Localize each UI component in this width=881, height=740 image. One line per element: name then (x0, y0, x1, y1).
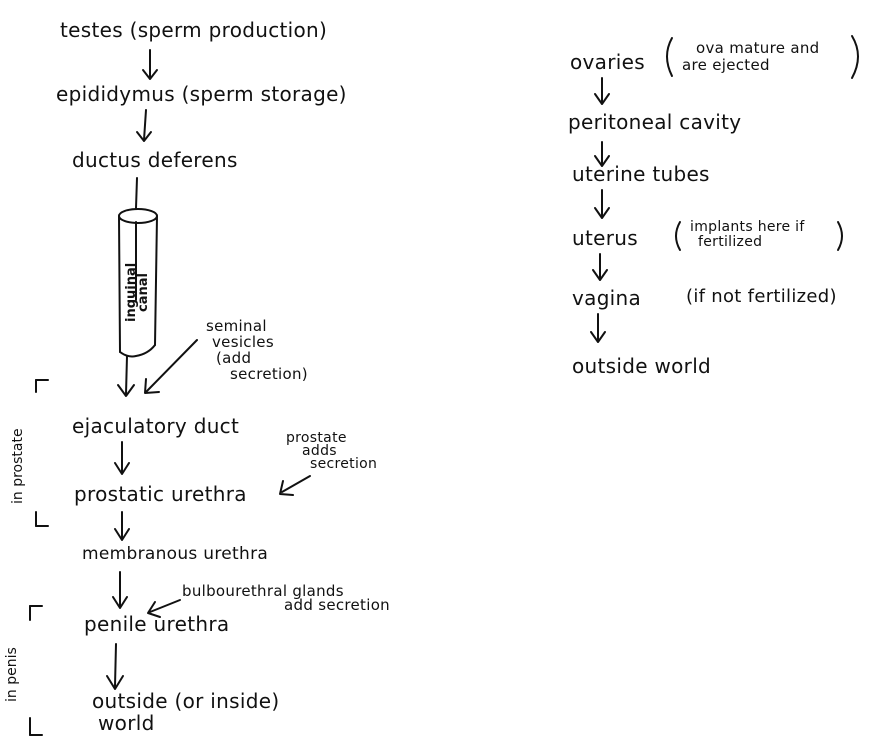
ejaculatory-duct-label: ejaculatory duct (72, 414, 240, 438)
outside-world-female-label: outside world (572, 354, 712, 378)
prostate-bracket (35, 379, 49, 527)
uterus-note-close-paren (837, 221, 843, 251)
arrow-peritoneal-uterine (594, 141, 610, 167)
arrow-prostate-secretion (279, 475, 311, 496)
arrow-epididymus-ductus (136, 109, 152, 142)
arrow-penile-outside (106, 643, 124, 690)
ovaries-note-close-paren (851, 35, 859, 79)
arrow-uterine-uterus (594, 189, 610, 219)
arrow-membranous-penile (112, 571, 128, 609)
epididymus-label: epididymus (sperm storage) (56, 82, 347, 106)
arrow-vagina-outside (590, 313, 606, 343)
ovaries-note-open-paren (666, 37, 673, 77)
seminal-vesicles-note: seminal vesicles (add secretion) (206, 317, 308, 383)
vagina-label: vagina (572, 286, 642, 310)
ductus-deferens-label: ductus deferens (72, 148, 238, 172)
uterus-note: implants here if fertilized (690, 219, 805, 250)
inguinal-canal-cylinder (118, 208, 158, 358)
arrow-seminal-vesicles (144, 339, 198, 394)
arrow-bulbourethral-secretion (147, 599, 181, 618)
uterus-note-open-paren (675, 221, 681, 251)
uterus-label: uterus (572, 226, 638, 250)
ovaries-label: ovaries (570, 50, 645, 74)
ovaries-note: ova mature and are ejected (682, 39, 820, 74)
membranous-urethra-label: membranous urethra (82, 544, 269, 564)
arrow-testes-epididymus (142, 49, 158, 80)
testes-label: testes (sperm production) (60, 18, 328, 42)
penis-bracket (29, 605, 43, 736)
outside-world-male-label: outside (or inside) world (92, 689, 280, 735)
vagina-note: (if not fertilized) (686, 286, 837, 307)
in-penis-label: in penis (4, 647, 20, 702)
arrow-ductus-canal (135, 177, 138, 209)
arrow-canal-ejaculatory (117, 355, 135, 397)
peritoneal-cavity-label: peritoneal cavity (568, 110, 742, 134)
prostate-secretion-note: prostate adds secretion (286, 430, 378, 472)
in-prostate-label: in prostate (10, 428, 26, 504)
arrow-prostatic-membranous (114, 511, 130, 541)
arrow-ejaculatory-prostatic (114, 441, 130, 475)
penile-urethra-label: penile urethra (84, 612, 230, 636)
inguinal-canal-label: inguinal canal (124, 262, 151, 322)
uterine-tubes-label: uterine tubes (572, 162, 710, 186)
arrow-uterus-vagina (592, 253, 608, 281)
arrow-ovaries-peritoneal (594, 77, 610, 105)
bulbourethral-note: bulbourethral glands add secretion (182, 582, 390, 614)
prostatic-urethra-label: prostatic urethra (74, 482, 247, 506)
